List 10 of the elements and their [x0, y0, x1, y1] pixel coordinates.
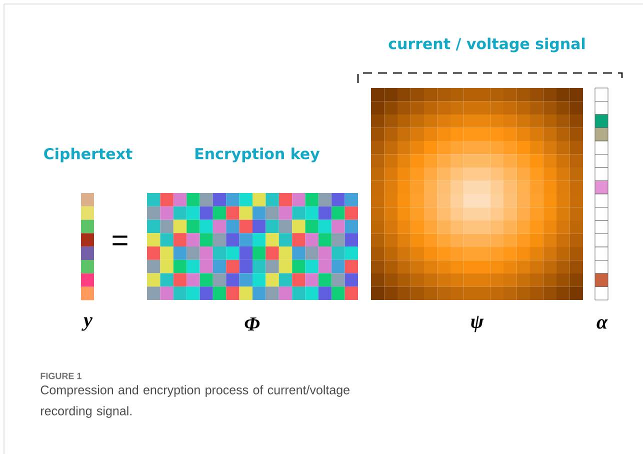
heading: Encryption key: [196, 148, 320, 162]
caption: Compression and encryption process of current/voltage recording signal.: [40, 385, 350, 418]
math-symbol: α: [596, 319, 608, 329]
heading: Ciphertext: [44, 148, 132, 162]
math-symbol: ψ: [471, 316, 484, 332]
heading: current / voltage signal: [388, 38, 585, 52]
figure-number: FIGURE 1: [40, 372, 82, 380]
math-symbol: Φ: [244, 317, 260, 331]
equals-sign: =: [112, 236, 128, 246]
math-symbol: y: [82, 317, 92, 331]
